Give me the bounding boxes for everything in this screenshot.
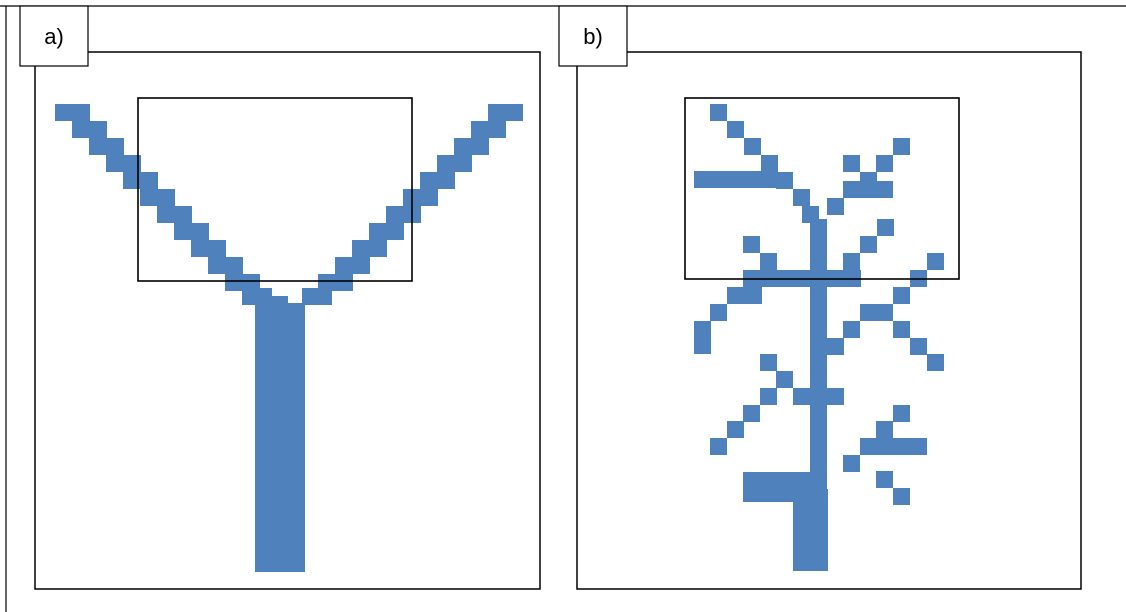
panel-a-zoom-box [137,97,413,282]
panel-a-label: a) [44,24,64,49]
panel-b-pixel-shape [694,104,944,571]
panel-b-zoom-box [684,97,960,280]
panel-a-label-box [19,5,89,67]
outer-frame [0,5,1126,612]
panel-a: a) [19,5,541,590]
panel-b-frame [576,51,1082,590]
panel-b: b) [558,5,1082,590]
panel-a-frame [34,51,541,590]
panel-a-pixel-shape [55,104,523,572]
panel-b-label-box [558,5,628,67]
panel-b-label: b) [583,24,603,49]
